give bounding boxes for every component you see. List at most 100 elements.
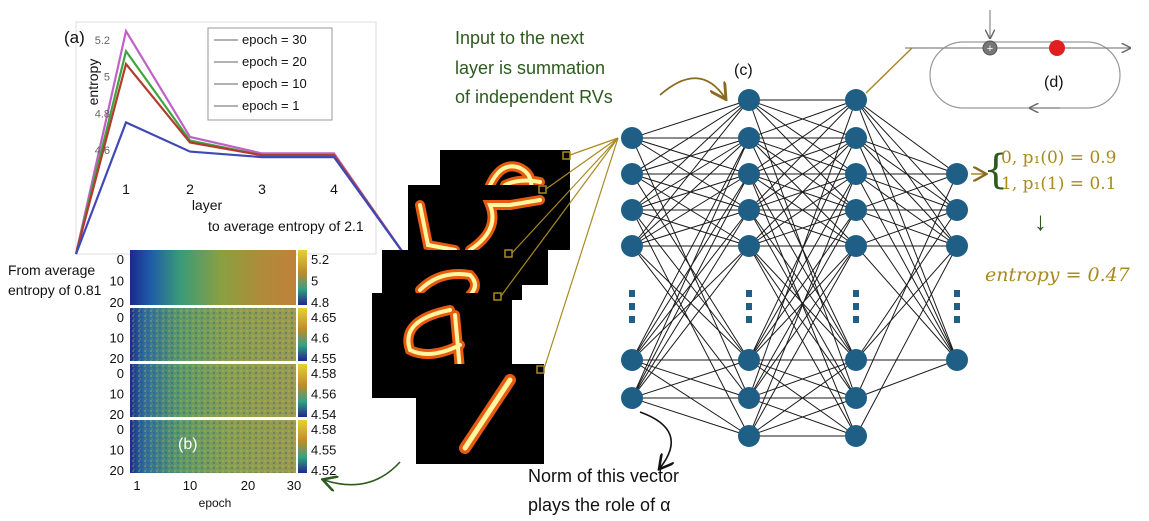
network-edge xyxy=(631,137,750,211)
network-edges xyxy=(631,99,958,437)
network-node xyxy=(621,387,643,409)
network-node xyxy=(845,127,867,149)
network-node xyxy=(845,425,867,447)
network-edge xyxy=(748,173,857,437)
network-edge xyxy=(631,137,750,247)
colorbar-tick: 4.8 xyxy=(311,295,329,310)
network-edge xyxy=(855,99,958,211)
network-edge xyxy=(855,245,958,361)
network-edge xyxy=(631,137,750,361)
vertical-ellipsis-icon xyxy=(629,290,960,323)
y-tick-label: 5.2 xyxy=(95,35,110,47)
arrow-to-layer xyxy=(659,77,725,98)
plus-node-icon xyxy=(982,40,998,56)
network-node xyxy=(738,387,760,409)
from-entropy-line1: From average xyxy=(8,262,96,278)
network-edge xyxy=(855,137,958,175)
network-edge xyxy=(631,397,750,437)
network-nodes xyxy=(621,89,968,447)
digit-card-3 xyxy=(382,250,522,300)
heatmap-row-tick: 20 xyxy=(110,351,124,366)
x-tick-label: 3 xyxy=(258,181,266,197)
series-line-4 xyxy=(74,120,405,255)
formula-line1: 0, p₁(0) = 0.9 xyxy=(1001,148,1117,168)
network-edge xyxy=(748,209,857,361)
panel-label-c: (c) xyxy=(734,62,753,79)
arrow-norm xyxy=(639,411,671,468)
heatmap-row-tick: 0 xyxy=(117,310,124,325)
network-node xyxy=(845,199,867,221)
y-tick-label: 4.8 xyxy=(95,108,110,120)
network-edge xyxy=(855,99,958,247)
network-edge xyxy=(748,99,857,175)
network-edge xyxy=(748,245,857,437)
from-entropy-line2: entropy of 0.81 xyxy=(8,282,102,298)
network-edge xyxy=(748,173,857,247)
network-node xyxy=(738,89,760,111)
colorbar-tick: 5.2 xyxy=(311,252,329,267)
legend-entry: epoch = 1 xyxy=(242,98,299,113)
heatmap-x-label: epoch xyxy=(199,496,232,510)
svg-text:+: + xyxy=(987,43,993,55)
heatmap-row-tick: 10 xyxy=(110,274,124,289)
heatmap-panel-3-texture xyxy=(130,364,296,417)
network-edge xyxy=(855,359,958,399)
network-edge xyxy=(855,99,958,361)
network-edge xyxy=(631,173,750,247)
network-node xyxy=(738,199,760,221)
network-edge xyxy=(631,209,750,247)
heatmap-row-tick: 0 xyxy=(117,252,124,267)
network-edge xyxy=(631,99,750,175)
entropy-heatmaps: 010205.254.8010204.654.64.55010204.584.5… xyxy=(110,250,336,510)
digit-card-5 xyxy=(416,364,544,464)
legend-entry: epoch = 10 xyxy=(242,76,307,91)
down-arrow-icon: ↓ xyxy=(1034,206,1047,236)
loop-outline xyxy=(929,41,1121,109)
colorbar-tick: 4.55 xyxy=(311,351,336,366)
input-note-line2: layer is summation xyxy=(455,58,606,78)
network-node xyxy=(845,235,867,257)
heatmap-panel-4-texture xyxy=(130,420,296,473)
x-axis-label: layer xyxy=(192,197,223,213)
network-node xyxy=(845,163,867,185)
y-axis-label: entropy xyxy=(85,59,101,106)
network-edge xyxy=(631,209,750,437)
network-edge xyxy=(631,99,750,139)
colorbar-tick: 4.58 xyxy=(311,366,336,381)
colorbar-tick: 4.56 xyxy=(311,387,336,402)
heatmap-row-tick: 0 xyxy=(117,366,124,381)
network-edge xyxy=(855,137,958,361)
panel-label-a: (a) xyxy=(64,28,85,47)
colorbar-tick: 5 xyxy=(311,274,318,289)
network-edge xyxy=(748,99,857,211)
network-edge xyxy=(855,173,958,361)
network-edge xyxy=(748,397,857,437)
heatmap-x-tick: 1 xyxy=(133,478,140,493)
heatmap-x-tick: 20 xyxy=(241,478,255,493)
panel-label-d: (d) xyxy=(1044,74,1064,91)
colorbar-tick: 4.54 xyxy=(311,407,336,422)
red-dot xyxy=(1049,40,1065,56)
y-tick-label: 4.6 xyxy=(95,145,110,157)
network-node xyxy=(946,199,968,221)
network-edge xyxy=(631,245,750,361)
mnist-digit-stack xyxy=(372,137,619,464)
colorbar-tick: 4.6 xyxy=(311,331,329,346)
norm-note-line1: Norm of this vector xyxy=(528,466,680,486)
loop-diagram: + xyxy=(865,10,1130,109)
network-edge xyxy=(748,99,857,399)
formula-brace: { xyxy=(983,147,1009,193)
chart-legend xyxy=(207,27,333,121)
network-node xyxy=(845,349,867,371)
network-node xyxy=(738,127,760,149)
colorbar-4 xyxy=(298,420,307,473)
network-edge xyxy=(631,137,750,175)
panel-label-b: (b) xyxy=(178,436,198,453)
network-edge xyxy=(855,173,958,399)
network-edge xyxy=(855,209,958,247)
network-node xyxy=(621,349,643,371)
network-edge xyxy=(631,359,750,399)
network-edge xyxy=(631,173,750,399)
heatmap-x-tick: 30 xyxy=(287,478,301,493)
